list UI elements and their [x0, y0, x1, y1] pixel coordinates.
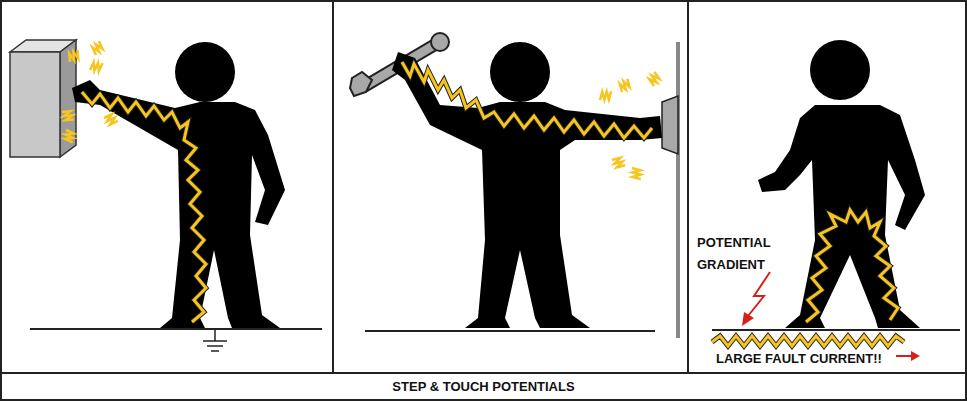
spark	[62, 128, 76, 145]
arrow-head	[911, 351, 920, 361]
current-path-outline	[806, 210, 898, 322]
ground-line	[712, 329, 960, 331]
current-path	[806, 210, 898, 322]
spark	[59, 107, 76, 124]
panel-divider	[332, 0, 334, 373]
ground-line	[365, 330, 655, 332]
spark	[88, 60, 105, 74]
spark	[65, 47, 82, 64]
current-path	[82, 92, 206, 322]
current-path-outline	[402, 62, 652, 138]
spark	[648, 71, 660, 87]
spark	[610, 155, 627, 171]
person-head	[810, 40, 870, 100]
current-path	[402, 62, 652, 138]
person-body	[392, 52, 662, 328]
spark	[90, 40, 104, 57]
ground-bar	[207, 345, 223, 347]
annotation-label: LARGE FAULT CURRENT!!	[716, 350, 882, 368]
sparks	[597, 71, 660, 182]
panel-divider	[687, 0, 689, 373]
wrench-jaw	[350, 72, 372, 96]
spark	[617, 77, 633, 94]
ground-bar	[211, 350, 219, 352]
ground-line	[30, 328, 322, 330]
spark	[597, 88, 614, 104]
electrical-box	[10, 52, 60, 157]
lightning-bolt	[748, 272, 770, 316]
arrow-head	[742, 312, 754, 326]
annotation-label: POTENTIAL GRADIENT	[697, 232, 797, 276]
ground-lead	[214, 329, 216, 341]
fault-current	[712, 336, 904, 346]
fault-current-outline	[712, 336, 904, 346]
equipment-handle	[662, 96, 678, 154]
spark	[103, 112, 120, 126]
person-head	[490, 42, 550, 102]
wrench-head	[431, 33, 449, 51]
current-path-outline	[82, 92, 206, 322]
sparks	[59, 40, 119, 145]
person-body	[72, 80, 285, 328]
ground-bar	[203, 340, 227, 342]
grounded-structure	[676, 42, 680, 338]
spark	[629, 165, 645, 182]
person-body	[758, 105, 925, 328]
ground-symbol	[203, 329, 227, 351]
caption-divider	[0, 372, 967, 374]
figure-caption: STEP & TOUCH POTENTIALS	[0, 378, 967, 396]
person-head	[175, 42, 235, 102]
